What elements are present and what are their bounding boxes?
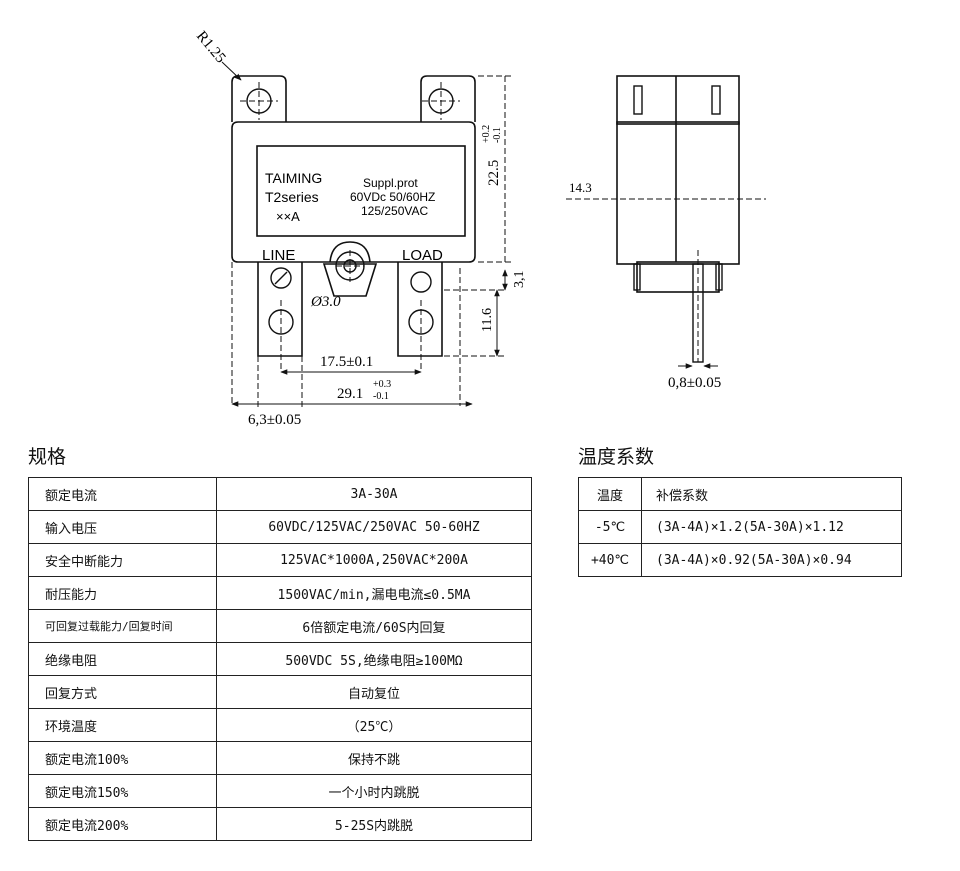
height-dim: 22.5 <box>486 160 502 186</box>
terminal-dim: 11.6 <box>480 308 495 332</box>
side-view-top <box>616 75 740 125</box>
spec-key: 额定电流100% <box>28 741 217 775</box>
breaker-body <box>231 121 476 263</box>
pitch-dim: 17.5±0.1 <box>320 354 373 370</box>
table-row: 环境温度（25℃） <box>28 708 532 742</box>
spec-value: 保持不跳 <box>216 741 532 775</box>
spec-key: 额定电流 <box>28 477 217 511</box>
spec-key: 安全中断能力 <box>28 543 217 577</box>
spec-value: 500VDC 5S,绝缘电阻≥100MΩ <box>216 642 532 676</box>
right-mounting-lug <box>420 75 476 122</box>
supp-line2: 60VDc 50/60HZ <box>350 190 435 204</box>
spec-key: 回复方式 <box>28 675 217 709</box>
spec-value: 3A-30A <box>216 477 532 511</box>
spec-value: 60VDC/125VAC/250VAC 50-60HZ <box>216 510 532 544</box>
width-dim: 29.1 <box>337 386 363 402</box>
spec-value: 一个小时内跳脱 <box>216 774 532 808</box>
table-row: 额定电流100%保持不跳 <box>28 741 532 775</box>
load-terminal-hole <box>410 271 432 293</box>
table-row: 回复方式自动复位 <box>28 675 532 709</box>
temp-title: 温度系数 <box>578 446 655 468</box>
spec-key: 环境温度 <box>28 708 217 742</box>
temp-value: -5℃ <box>578 510 642 544</box>
spec-key: 输入电压 <box>28 510 217 544</box>
supp-line3: 125/250VAC <box>361 204 428 218</box>
supp-line1: Suppl.prot <box>363 176 418 190</box>
spec-value: 5-25S内跳脱 <box>216 807 532 841</box>
line-screw <box>270 267 292 289</box>
brand-text: TAIMING <box>265 170 322 186</box>
width-tol-minus: -0.1 <box>373 391 389 402</box>
rating-mark: ××A <box>276 209 300 224</box>
spec-value: 1500VAC/min,漏电电流≤0.5MA <box>216 576 532 610</box>
header-temp: 温度 <box>578 477 642 511</box>
side-view-bottom <box>636 261 720 293</box>
header-coef: 补偿系数 <box>641 477 902 511</box>
spec-key: 可回复过载能力/回复时间 <box>28 609 217 643</box>
spec-key: 额定电流200% <box>28 807 217 841</box>
spec-key: 耐压能力 <box>28 576 217 610</box>
load-label: LOAD <box>402 247 443 264</box>
table-row: +40℃(3A-4A)×0.92(5A-30A)×0.94 <box>578 543 902 577</box>
hole-diameter: Ø3.0 <box>310 294 341 310</box>
spec-value: 125VAC*1000A,250VAC*200A <box>216 543 532 577</box>
height-tol-plus: +0.2 <box>481 125 492 143</box>
temp-value: +40℃ <box>578 543 642 577</box>
spec-key: 绝缘电阻 <box>28 642 217 676</box>
line-terminal <box>257 262 303 357</box>
technical-drawing: R1.25 TAIMING T2series ××A Suppl.prot 60… <box>193 28 766 428</box>
spec-title: 规格 <box>28 446 67 468</box>
line-label: LINE <box>262 247 295 264</box>
label-plate <box>256 145 466 237</box>
tab-width-dim: 6,3±0.05 <box>248 412 301 428</box>
spec-value: 自动复位 <box>216 675 532 709</box>
side-view-body <box>616 121 740 265</box>
height-tol-minus: -0.1 <box>492 127 503 143</box>
spec-value: 6倍额定电流/60S内回复 <box>216 609 532 643</box>
load-terminal <box>397 262 443 357</box>
table-row: 额定电流200%5-25S内跳脱 <box>28 807 532 841</box>
temp-coefficient-table: 温度 补偿系数 -5℃(3A-4A)×1.2(5A-30A)×1.12+40℃(… <box>578 477 902 577</box>
radius-label: R1.25 <box>193 28 229 66</box>
table-row: 额定电流150%一个小时内跳脱 <box>28 774 532 808</box>
left-mounting-lug <box>231 75 287 122</box>
thickness-dim: 0,8±0.05 <box>668 375 721 391</box>
width-tol-plus: +0.3 <box>373 379 391 390</box>
table-header-row: 温度 补偿系数 <box>578 477 902 511</box>
tab-dim: 3,1 <box>512 271 527 289</box>
spec-key: 额定电流150% <box>28 774 217 808</box>
coef-value: (3A-4A)×1.2(5A-30A)×1.12 <box>641 510 902 544</box>
series-text: T2series <box>265 189 319 205</box>
reset-bump <box>329 241 371 263</box>
center-post <box>322 263 378 297</box>
spec-value: （25℃） <box>216 708 532 742</box>
depth-dim: 14.3 <box>569 180 592 195</box>
table-row: -5℃(3A-4A)×1.2(5A-30A)×1.12 <box>578 510 902 544</box>
coef-value: (3A-4A)×0.92(5A-30A)×0.94 <box>641 543 902 577</box>
